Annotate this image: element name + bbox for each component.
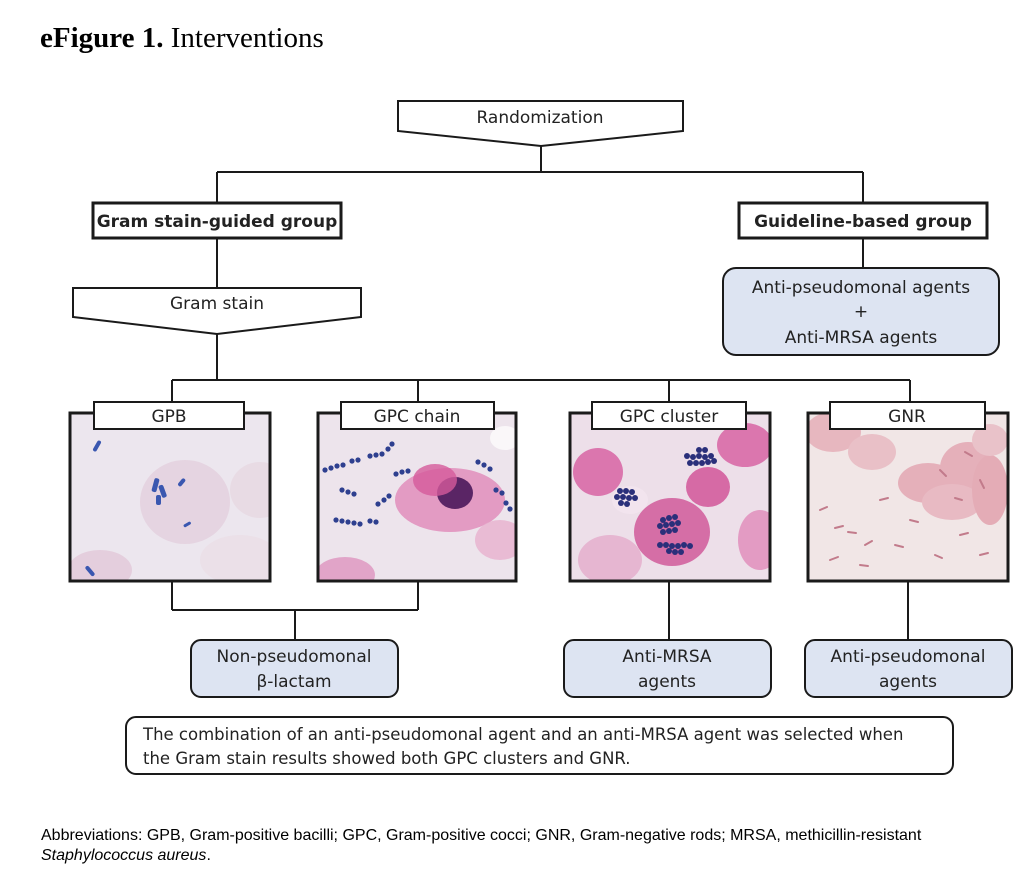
guideline-agents-line1: Anti-pseudomonal agents [752,278,970,298]
guideline-agents-plus: + [854,302,868,322]
guideline-based-group-label: Guideline-based group [754,212,972,232]
non-pseudomonal-line2: β-lactam [256,672,331,692]
figure-title: eFigure 1. Interventions [40,22,324,55]
gpc-chain-label-node: GPC chain [340,401,495,430]
figure-title-text: Interventions [170,22,324,54]
gpc-chain-micrograph [316,411,518,583]
figure-label: eFigure 1. [40,22,164,54]
guideline-agents-node: Anti-pseudomonal agents + Anti-MRSA agen… [722,267,1000,356]
anti-pseudomonal-line1: Anti-pseudomonal [831,647,986,667]
combination-note-line1: The combination of an anti-pseudomonal a… [142,725,903,744]
anti-pseudomonal-node: Anti-pseudomonal agents [804,639,1013,698]
gram-stain-label: Gram stain [170,294,264,314]
non-pseudomonal-node: Non-pseudomonal β-lactam [190,639,399,698]
gpc-cluster-micrograph [568,411,772,583]
gnr-micrograph [806,411,1010,583]
abbreviations-text: Abbreviations: GPB, Gram-positive bacill… [41,827,922,844]
abbreviations-end: . [206,847,211,864]
non-pseudomonal-line1: Non-pseudomonal [217,647,372,667]
anti-mrsa-line2: agents [638,672,696,692]
guideline-agents-line2: Anti-MRSA agents [785,328,938,348]
gpc-chain-label: GPC chain [374,407,461,427]
gram-stain-guided-group-node: Gram stain-guided group [91,201,343,240]
gpb-label-node: GPB [93,401,245,430]
gnr-label: GNR [888,407,926,427]
gram-stain-guided-group-label: Gram stain-guided group [97,212,338,232]
organism-name: Staphylococcus aureus [41,847,207,864]
flowchart: Randomization Gram stain-guided group Gu… [68,100,1013,775]
randomization-node: Randomization [397,100,684,148]
abbreviations-footnote: Abbreviations: GPB, Gram-positive bacill… [41,826,1016,866]
gpc-cluster-label-node: GPC cluster [591,401,747,430]
anti-mrsa-node: Anti-MRSA agents [563,639,772,698]
gram-stain-node: Gram stain [72,287,362,336]
anti-mrsa-line1: Anti-MRSA [622,647,712,667]
combination-note-node: The combination of an anti-pseudomonal a… [125,716,954,775]
gnr-label-node: GNR [829,401,986,430]
gpb-micrograph [68,411,272,583]
guideline-based-group-node: Guideline-based group [737,201,989,240]
anti-pseudomonal-line2: agents [879,672,937,692]
gpb-label: GPB [151,407,186,427]
gpc-cluster-label: GPC cluster [620,407,719,427]
randomization-label: Randomization [476,108,603,128]
connectors [171,132,911,640]
combination-note-line2: the Gram stain results showed both GPC c… [143,749,631,768]
